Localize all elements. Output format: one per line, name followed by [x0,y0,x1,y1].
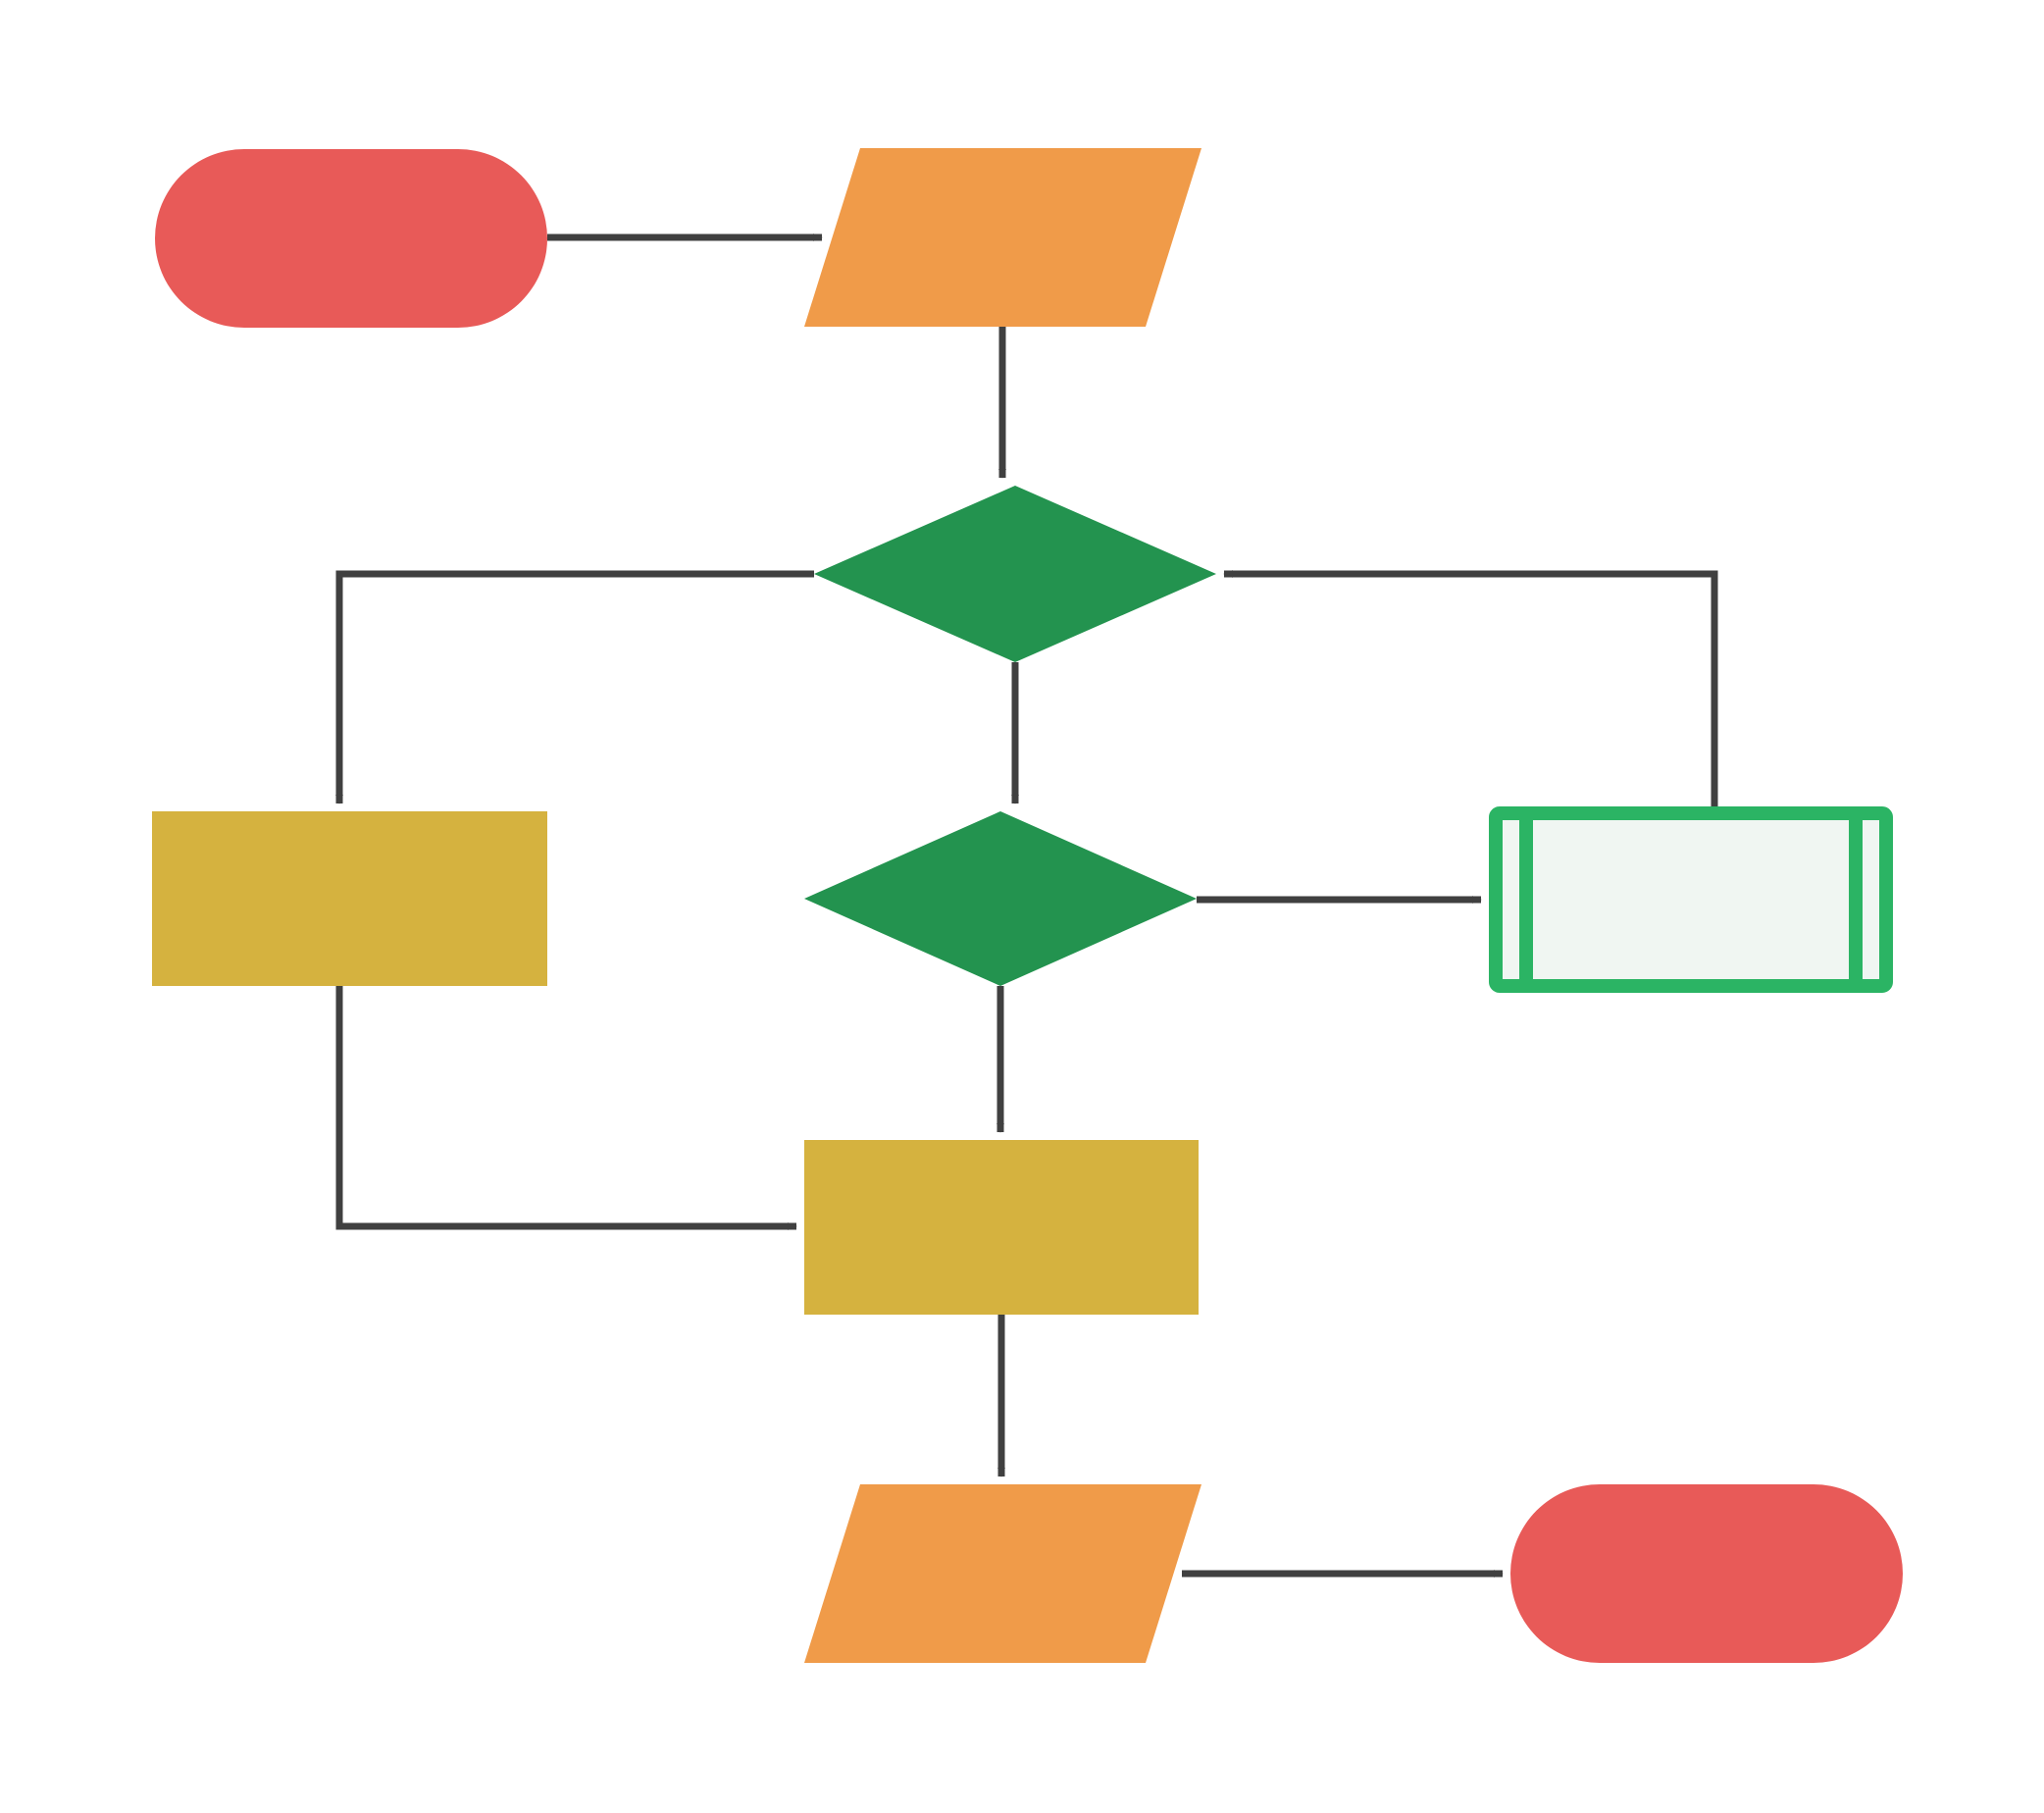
node-start[interactable] [155,149,547,328]
node-subroutine[interactable] [1489,806,1893,993]
node-output[interactable] [804,1484,1201,1663]
edge-subroutine-to-decision1 [1223,570,1718,806]
node-shape-diamond[interactable] [804,811,1197,986]
node-shape-parallelogram[interactable] [804,1484,1201,1663]
edge-process_left-to-process_center [335,986,797,1230]
node-shape-process[interactable] [152,811,547,986]
edge-line [335,570,814,804]
node-decision2[interactable] [804,811,1197,986]
edge-line [1223,570,1718,806]
node-process_center[interactable] [804,1140,1199,1315]
node-shape-terminal[interactable] [1510,1484,1903,1663]
node-end[interactable] [1510,1484,1903,1663]
nodes-layer [152,148,1903,1663]
node-shape-process[interactable] [804,1140,1199,1315]
node-shape-diamond[interactable] [814,486,1216,662]
node-process_left[interactable] [152,811,547,986]
edge-decision1-to-process_left [335,570,814,804]
node-decision1[interactable] [814,486,1216,662]
edges-layer [335,233,1718,1578]
node-shape-parallelogram[interactable] [804,148,1201,327]
edge-line [335,986,797,1230]
node-shape-subroutine-body[interactable] [1489,806,1893,993]
node-shape-terminal[interactable] [155,149,547,328]
node-input[interactable] [804,148,1201,327]
